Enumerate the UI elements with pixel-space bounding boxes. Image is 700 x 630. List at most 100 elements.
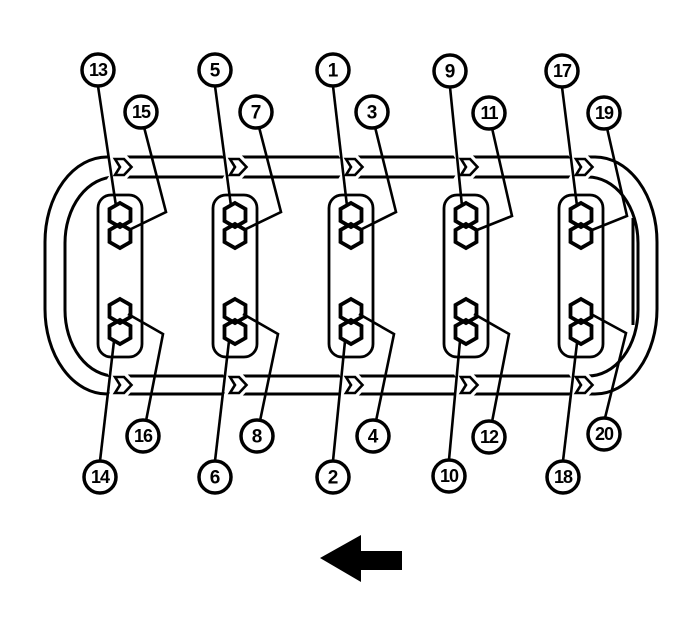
bolt-hex-fill [455, 299, 477, 323]
bolt-hex-fill [109, 320, 131, 344]
bead-chevron-icon [458, 375, 480, 395]
callout-label-20: 20 [595, 424, 614, 444]
bead-chevron-icon [573, 375, 595, 395]
leader-line-11 [476, 127, 514, 232]
outer-gasket-outline [43, 155, 659, 396]
leader-line-8 [242, 312, 280, 422]
bolt-hex-icon [568, 200, 594, 230]
callout-circle-1 [315, 52, 351, 88]
bolt-hex-icon [107, 221, 133, 251]
bolt-hex-fill [570, 203, 592, 227]
leader-line-19 [591, 127, 629, 232]
bead-chevron-icon [573, 157, 595, 177]
cylinder-column-outline [96, 193, 144, 359]
bolt-hex-icon [568, 317, 594, 347]
leader-line-16 [127, 312, 165, 422]
bead-chevron-icon [343, 157, 365, 177]
cylinder-column-outline [442, 193, 490, 359]
callout-label-3: 3 [367, 103, 378, 124]
bead-chevron-icon [112, 157, 134, 177]
bolt-hex-fill [340, 224, 362, 248]
callout-label-9: 9 [445, 62, 456, 83]
bolt-hex-icon [222, 221, 248, 251]
callout-circle-14 [82, 459, 118, 495]
leader-line-18 [561, 342, 579, 462]
callout-circle-7 [238, 94, 274, 130]
bolt-hex-icon [338, 221, 364, 251]
callout-label-10: 10 [440, 466, 459, 486]
leader-line-2 [331, 340, 347, 462]
leader-line-17 [560, 86, 579, 207]
bolt-hex-fill [109, 224, 131, 248]
callout-label-8: 8 [252, 427, 263, 448]
bolt-hex-fill [109, 203, 131, 227]
callout-circle-10 [431, 458, 467, 494]
bolt-hex-fill [455, 203, 477, 227]
callout-circle-20 [586, 416, 622, 452]
bead-chevron-icon [343, 375, 365, 395]
cylinder-column-outline [557, 193, 605, 359]
callout-label-2: 2 [328, 468, 339, 489]
cylinder-column-outline [327, 193, 375, 359]
callout-circle-2 [315, 459, 351, 495]
bolt-hex-icon [107, 317, 133, 347]
callout-circle-16 [125, 418, 161, 454]
bolt-hex-fill [224, 203, 246, 227]
callout-label-4: 4 [368, 427, 379, 448]
callout-circle-9 [432, 53, 468, 89]
callout-circle-6 [197, 459, 233, 495]
callout-label-13: 13 [89, 60, 108, 80]
callout-circle-8 [239, 418, 275, 454]
callout-label-11: 11 [480, 103, 498, 123]
bolt-hex-fill [109, 299, 131, 323]
leader-line-3 [361, 126, 398, 231]
bolt-hex-icon [568, 221, 594, 251]
leader-line-15 [130, 126, 168, 231]
bolt-hex-fill [570, 320, 592, 344]
bolt-hex-icon [453, 221, 479, 251]
bead-chevron-icon [458, 157, 480, 177]
callout-label-18: 18 [554, 467, 573, 487]
callout-circle-18 [545, 459, 581, 495]
leader-line-13 [96, 85, 118, 207]
callout-label-17: 17 [553, 61, 572, 81]
bolt-hex-fill [570, 299, 592, 323]
bolt-hex-icon [568, 296, 594, 326]
front-direction-arrow-icon [320, 535, 402, 582]
callout-label-6: 6 [210, 468, 221, 489]
bolt-hex-fill [224, 224, 246, 248]
bolt-hex-fill [340, 299, 362, 323]
bolt-hex-fill [455, 320, 477, 344]
bolt-hex-icon [453, 200, 479, 230]
leader-line-20 [590, 312, 628, 419]
bolt-hex-icon [338, 200, 364, 230]
bolt-hex-fill [340, 203, 362, 227]
bolt-hex-icon [453, 296, 479, 326]
callout-label-5: 5 [210, 61, 221, 82]
bolt-hex-icon [107, 200, 133, 230]
bolt-hex-icon [107, 296, 133, 326]
bead-chevron-icon [227, 375, 249, 395]
callout-label-16: 16 [134, 426, 153, 446]
bolt-hex-fill [570, 224, 592, 248]
cylinder-column-outline [211, 193, 259, 359]
callout-circle-13 [80, 52, 116, 88]
callout-circle-11 [471, 95, 507, 131]
leader-line-1 [331, 85, 349, 207]
leader-line-14 [98, 340, 116, 462]
leader-line-6 [213, 340, 231, 462]
callout-circle-15 [123, 94, 159, 130]
callout-circle-5 [197, 52, 233, 88]
bolt-hex-fill [224, 320, 246, 344]
leader-line-7 [245, 126, 283, 231]
leader-line-9 [448, 86, 464, 207]
callout-circle-3 [354, 94, 390, 130]
callout-circle-19 [586, 95, 622, 131]
leader-line-10 [447, 340, 462, 461]
bolt-hex-fill [455, 224, 477, 248]
bolt-hex-icon [222, 200, 248, 230]
leader-line-4 [358, 312, 396, 422]
bolt-hex-icon [338, 317, 364, 347]
